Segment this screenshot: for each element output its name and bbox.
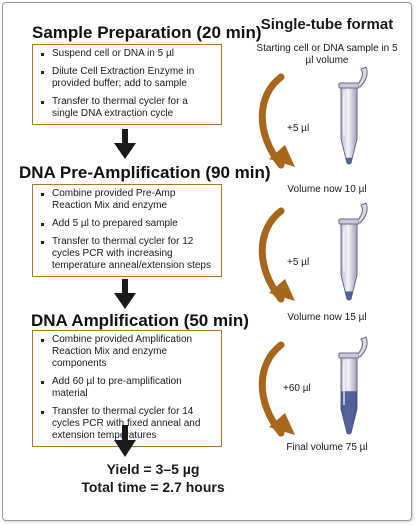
curved-arrow-icon [258,73,295,169]
figure-frame: Sample Preparation (20 min) Suspend cell… [2,2,412,521]
down-arrow-3 [114,425,136,457]
tube-rim [338,82,360,89]
tube-rim [338,352,360,359]
volume-label: Volume now 10 µl [287,184,367,195]
total-time-text: Total time = 2.7 hours [81,479,225,495]
addition-label: +5 µl [287,257,310,268]
step-item: Add 60 µl to pre-amplification material [41,376,215,400]
tube-icon [338,66,368,165]
addition-label: +5 µl [287,123,310,134]
tube-cap [357,66,368,88]
single-tube-subtitle: Starting cell or DNA sample in 5 µl volu… [256,43,398,66]
volume-label: Volume now 15 µl [287,312,367,323]
stage-title-dna-pre-amplification: DNA Pre-Amplification (90 min) [19,163,271,182]
step-item: Add 5 µl to prepared sample [41,218,215,230]
volume-label: Final volume 75 µl [286,442,368,453]
stage-title-sample-preparation: Sample Preparation (20 min) [32,23,262,42]
down-arrow-1 [114,129,136,159]
tube-cap [357,202,368,224]
step-box-sample-preparation: Suspend cell or DNA in 5 µl Dilute Cell … [32,44,222,125]
step-item: Suspend cell or DNA in 5 µl [41,48,215,60]
single-tube-title: Single-tube format [260,16,394,33]
tube-liquid [341,291,357,300]
tube-cap [357,336,368,358]
tube-icon [338,202,368,301]
step-item: Transfer to thermal cycler for 12 cycles… [41,236,215,272]
addition-label: +60 µl [283,383,311,394]
down-arrow-2 [114,279,136,309]
curved-arrow-icon [258,207,295,303]
tube-liquid [341,157,357,164]
step-item: Transfer to thermal cycler for 14 cycles… [41,406,215,442]
step-item: Combine provided Amplification Reaction … [41,334,215,370]
yield-text: Yield = 3–5 µg [106,461,200,477]
step-item: Dilute Cell Extraction Enzyme in provide… [41,66,215,90]
tube-rim [338,218,360,225]
curved-arrow-icon [258,341,295,437]
tube-liquid [341,391,357,434]
step-box-dna-pre-amplification: Combine provided Pre-Amp Reaction Mix an… [32,184,222,277]
step-item: Combine provided Pre-Amp Reaction Mix an… [41,188,215,212]
tube-icon [338,336,368,435]
step-item: Transfer to thermal cycler for a single … [41,96,215,120]
stage-title-dna-amplification: DNA Amplification (50 min) [31,311,249,330]
